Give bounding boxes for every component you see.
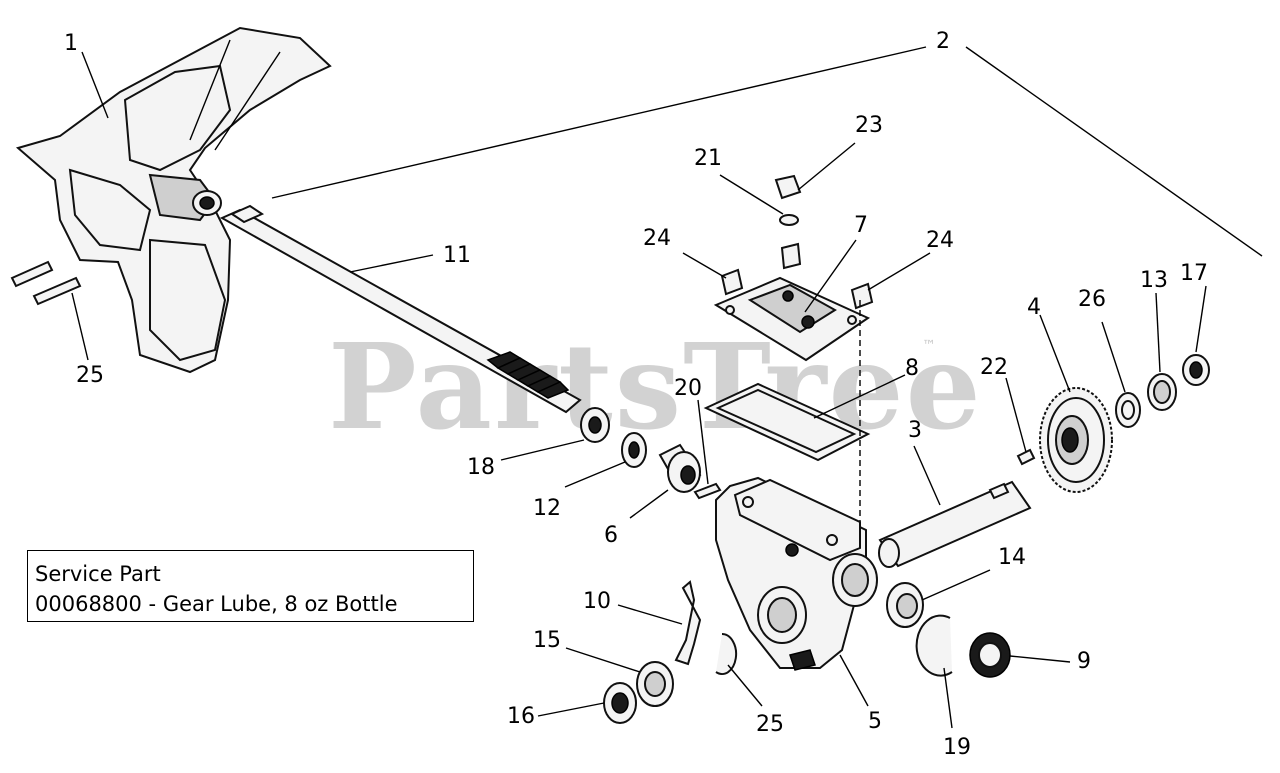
callout-26: 25 [756, 712, 784, 737]
callout-10: 10 [583, 589, 611, 614]
part-21-washer[interactable] [779, 214, 799, 226]
part-24-bolt-left[interactable] [720, 268, 744, 296]
callout-3: 3 [908, 418, 922, 443]
part-7-cover[interactable] [713, 276, 871, 362]
part-3-axle[interactable] [878, 480, 1032, 568]
leader-lines [71, 46, 1263, 729]
callout-labels: 1 2 11 25 23 21 24 7 24 8 3 22 4 26 13 1… [64, 29, 1208, 760]
part-12-washer[interactable] [621, 432, 647, 468]
service-part-description: 00068800 - Gear Lube, 8 oz Bottle [35, 592, 398, 616]
part-14-bearing[interactable] [886, 582, 924, 628]
part-25-pins[interactable] [10, 260, 82, 306]
callout-9: 9 [1077, 649, 1091, 674]
callout-12: 12 [533, 496, 561, 521]
part-17-seal[interactable] [1182, 354, 1210, 386]
callout-16: 16 [507, 704, 535, 729]
callout-13: 13 [1140, 268, 1168, 293]
callout-8: 8 [905, 356, 919, 381]
part-26-ring[interactable] [715, 632, 738, 675]
part-27-washer[interactable] [1115, 392, 1141, 428]
callout-17: 17 [1180, 261, 1208, 286]
partstree-watermark: PartsTree [328, 317, 983, 456]
callout-24-left: 24 [643, 226, 671, 251]
callout-21: 21 [694, 146, 722, 171]
part-bolt-center [780, 242, 802, 270]
part-23-bolt[interactable] [774, 174, 802, 200]
part-10-clip[interactable] [674, 580, 702, 666]
callout-22: 22 [980, 355, 1008, 380]
callout-27: 26 [1078, 287, 1106, 312]
part-18-bearing[interactable] [580, 407, 610, 443]
callout-1: 1 [64, 31, 78, 56]
callout-5: 5 [868, 709, 882, 734]
worm-gear-threads [486, 351, 570, 399]
callout-2: 2 [936, 29, 950, 54]
service-part-title: Service Part [35, 562, 161, 586]
part-6-bushing[interactable] [658, 443, 702, 493]
part-15-bearing[interactable] [636, 661, 674, 707]
part-24-bolt-right[interactable] [850, 282, 874, 310]
part-4-gear[interactable] [1039, 387, 1113, 493]
part-20-key[interactable] [693, 482, 722, 500]
callout-23: 23 [855, 113, 883, 138]
callout-18: 18 [467, 455, 495, 480]
part-19-snap-ring[interactable] [915, 614, 953, 677]
trademark-mark: ™ [922, 338, 936, 354]
service-part-box: Service Part 00068800 - Gear Lube, 8 oz … [27, 550, 474, 622]
part-1-housing[interactable] [15, 26, 332, 374]
part-11-worm-shaft[interactable] [219, 204, 582, 414]
part-8-gasket[interactable] [703, 382, 871, 462]
part-16-seal[interactable] [603, 682, 637, 724]
part-5-gear-case[interactable] [715, 476, 878, 671]
part-13-bearing[interactable] [1147, 373, 1177, 411]
callout-20: 20 [674, 376, 702, 401]
callout-11: 11 [443, 243, 471, 268]
callout-25: 25 [76, 363, 104, 388]
part-22-key[interactable] [1016, 448, 1036, 466]
callout-6: 6 [604, 523, 618, 548]
callout-15: 15 [533, 628, 561, 653]
callout-14: 14 [998, 545, 1026, 570]
callout-4: 4 [1027, 295, 1041, 320]
part-9-seal[interactable] [969, 632, 1011, 678]
callout-7: 7 [854, 213, 868, 238]
callout-19: 19 [943, 735, 971, 760]
callout-24-right: 24 [926, 228, 954, 253]
